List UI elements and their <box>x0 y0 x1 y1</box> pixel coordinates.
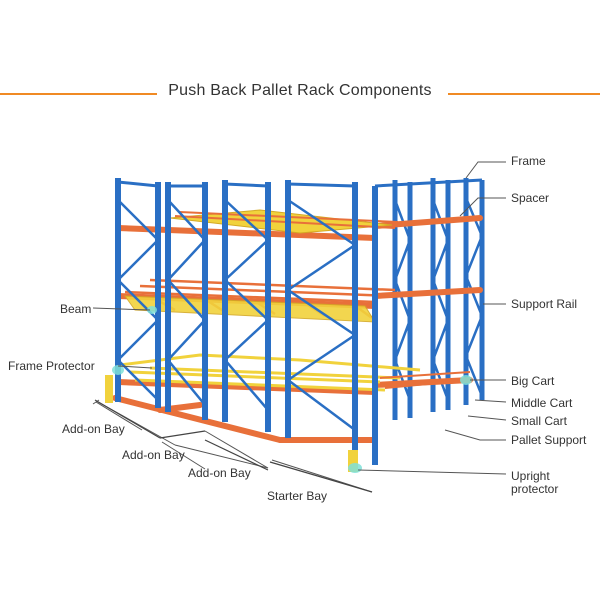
label-small-cart: Small Cart <box>511 414 568 428</box>
label-add-on-bay-3: Add-on Bay <box>188 466 251 480</box>
label-frame: Frame <box>511 154 546 168</box>
label-add-on-bay-2: Add-on Bay <box>122 448 185 462</box>
title-rule-right <box>448 93 600 95</box>
label-pallet-support: Pallet Support <box>511 433 587 447</box>
label-upright-protector-line1: Upright <box>511 469 550 483</box>
front-uprights <box>115 178 378 470</box>
page-title: Push Back Pallet Rack Components <box>168 82 432 99</box>
frame-protectors <box>105 375 358 472</box>
bay-floor-strokes <box>94 399 373 493</box>
label-spacer: Spacer <box>511 191 550 205</box>
bay-dimension-lines <box>92 399 373 493</box>
label-big-cart: Big Cart <box>511 374 555 388</box>
rails-bottom <box>379 371 471 389</box>
label-upright-protector-line2: protector <box>511 482 559 496</box>
label-support-rail: Support Rail <box>511 297 578 311</box>
leader-lines <box>92 161 507 475</box>
label-add-on-bay-1: Add-on Bay <box>62 422 125 436</box>
label-frame-protector: Frame Protector <box>8 359 95 373</box>
label-middle-cart: Middle Cart <box>511 396 573 410</box>
label-starter-bay: Starter Bay <box>267 489 328 503</box>
title-rule-left <box>0 93 157 95</box>
top-ties <box>117 178 483 188</box>
label-beam: Beam <box>60 302 92 316</box>
carts-bottom <box>119 353 421 392</box>
